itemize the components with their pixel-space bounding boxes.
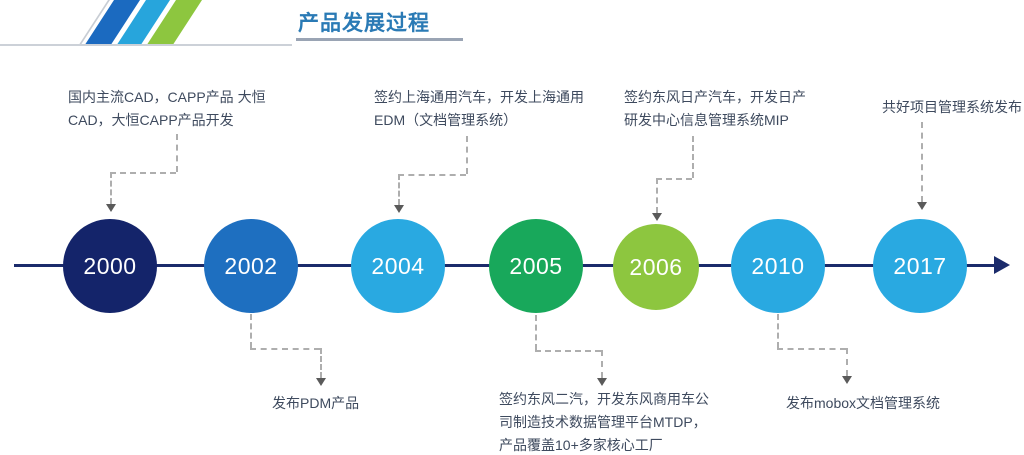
note-2002: 发布PDM产品 — [272, 395, 360, 411]
year-label: 2006 — [629, 253, 683, 280]
note-2010: 发布mobox文档管理系统 — [786, 395, 941, 411]
year-label: 2002 — [224, 252, 278, 279]
connector-segment — [320, 348, 322, 378]
timeline-node-2004: 2004 — [351, 219, 445, 313]
connector-segment — [692, 136, 694, 178]
arrowhead-down-icon — [597, 378, 607, 386]
connector-segment — [110, 172, 176, 174]
page-title: 产品发展过程 — [298, 12, 430, 35]
connector-segment — [250, 348, 320, 350]
connector-segment — [466, 136, 468, 174]
connector-segment — [846, 348, 848, 376]
title-underline — [296, 38, 463, 41]
arrowhead-down-icon — [394, 205, 404, 213]
connector-segment — [250, 314, 252, 348]
connector-segment — [921, 122, 923, 202]
timeline-node-2002: 2002 — [204, 219, 298, 313]
year-label: 2010 — [751, 252, 805, 279]
connector-segment — [656, 178, 658, 213]
year-label: 2017 — [893, 252, 947, 279]
arrowhead-down-icon — [652, 213, 662, 221]
note-2005: 签约东风二汽，开发东风商用车公 司制造技术数据管理平台MTDP， 产品覆盖10+… — [499, 391, 709, 454]
connector-segment — [535, 350, 601, 352]
connector-segment — [777, 348, 846, 350]
timeline-node-2017: 2017 — [873, 219, 967, 313]
arrowhead-down-icon — [316, 378, 326, 386]
arrowhead-down-icon — [917, 202, 927, 210]
connector-segment — [398, 174, 466, 176]
connector-segment — [777, 314, 779, 348]
connector-segment — [656, 178, 692, 180]
year-label: 2004 — [371, 252, 425, 279]
note-2004: 签约上海通用汽车，开发上海通用 EDM（文档管理系统） — [374, 89, 584, 129]
year-label: 2005 — [509, 252, 563, 279]
header-baseline — [0, 44, 292, 46]
timeline-node-2006: 2006 — [613, 224, 699, 310]
note-2017: 共好项目管理系统发布 — [882, 99, 1022, 115]
connector-segment — [601, 350, 603, 378]
year-label: 2000 — [83, 252, 137, 279]
connector-segment — [535, 315, 537, 350]
note-2000: 国内主流CAD，CAPP产品 大恒 CAD，大恒CAPP产品开发 — [68, 89, 266, 129]
connector-segment — [110, 172, 112, 204]
timeline-node-2005: 2005 — [489, 219, 583, 313]
arrowhead-down-icon — [842, 376, 852, 384]
timeline-node-2000: 2000 — [63, 219, 157, 313]
connector-segment — [176, 134, 178, 172]
connector-segment — [398, 174, 400, 205]
timeline-arrow-icon — [994, 256, 1010, 274]
arrowhead-down-icon — [106, 204, 116, 212]
timeline-node-2010: 2010 — [731, 219, 825, 313]
note-2006: 签约东风日产汽车，开发日产 研发中心信息管理系统MIP — [624, 89, 806, 129]
